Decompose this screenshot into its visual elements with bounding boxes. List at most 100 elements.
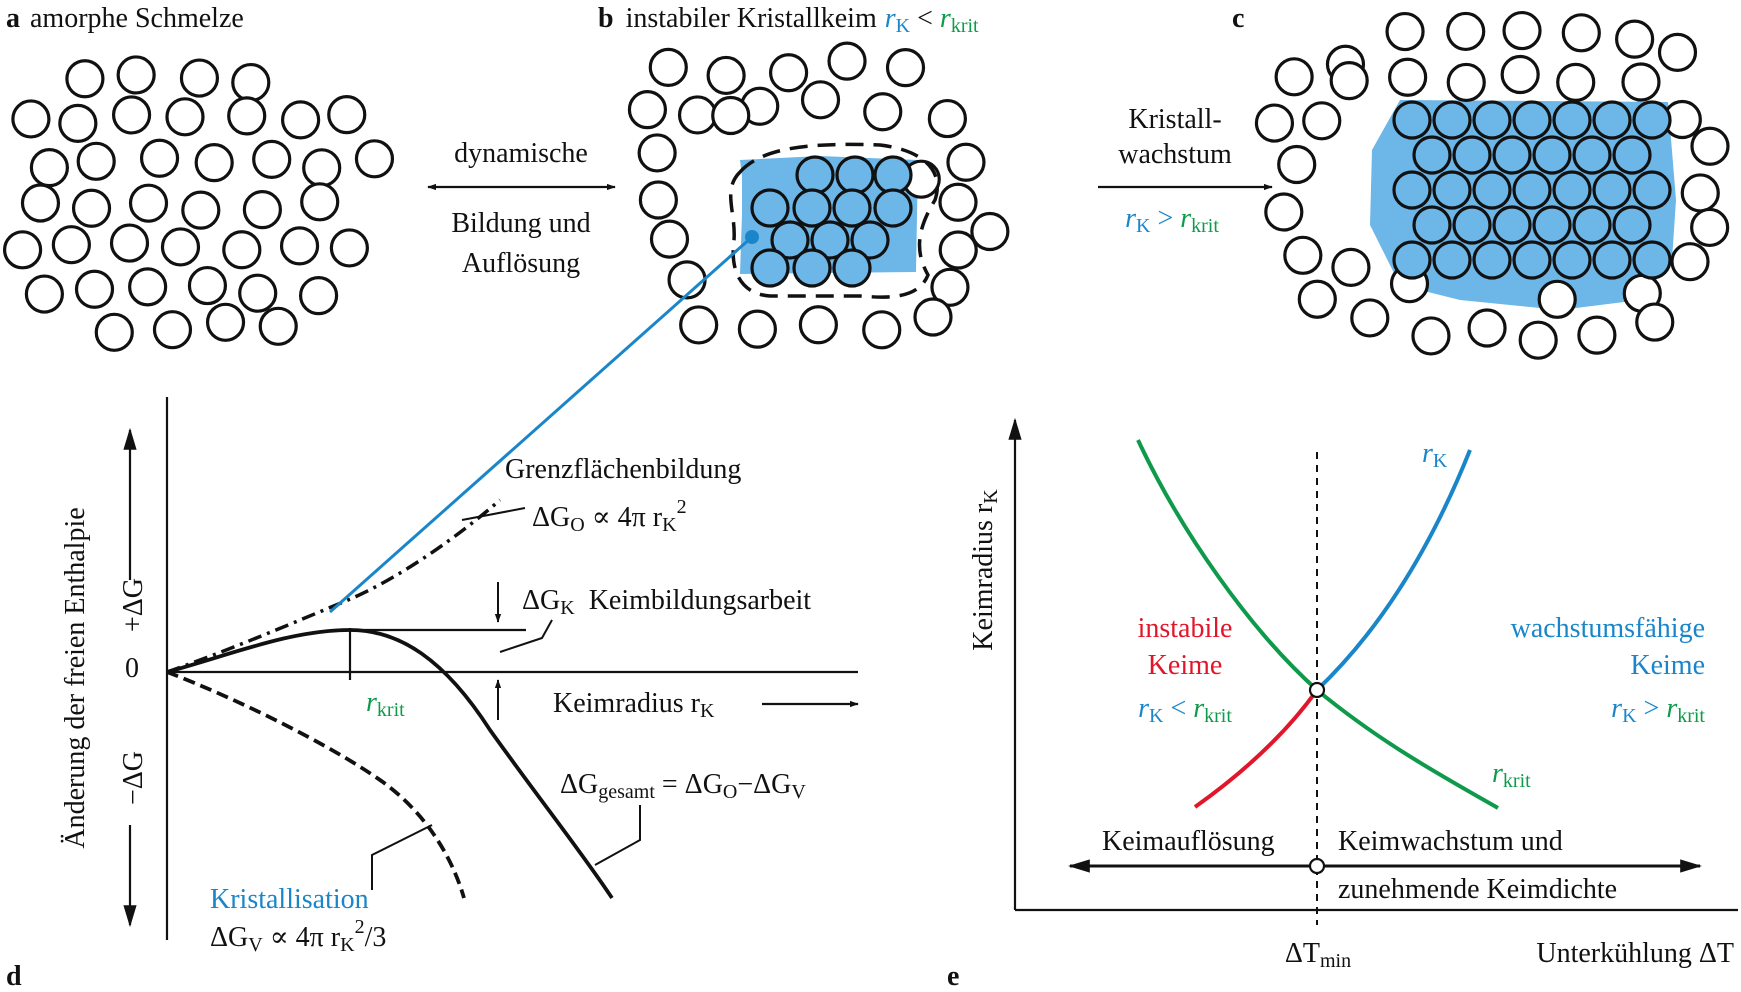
e-rkrit-label: rkrit <box>1492 758 1531 792</box>
atom-cluster-c <box>1254 10 1730 360</box>
atom-cluster-b <box>627 41 1010 350</box>
melt-atom <box>51 225 91 265</box>
blue-link-line <box>329 235 753 614</box>
melt-atom <box>648 47 688 87</box>
e-x-axis-label: Unterkühlung ΔT <box>1536 938 1734 969</box>
melt-atom <box>111 95 152 135</box>
arrow-ab-line1: dynamische <box>454 138 588 169</box>
melt-atom <box>1500 54 1540 95</box>
melt-atom <box>1297 279 1337 319</box>
nucleus-atom <box>770 220 810 260</box>
dgk-leader <box>499 619 553 653</box>
melt-atom <box>354 139 395 179</box>
melt-atom <box>1635 302 1675 342</box>
melt-atom <box>227 96 267 136</box>
melt-atom <box>242 190 282 230</box>
melt-atom <box>58 103 98 143</box>
crystal-atom <box>1492 205 1532 245</box>
crystal-atom <box>1392 240 1432 280</box>
melt-atom <box>2 230 43 270</box>
panel-b-letter: b <box>598 3 614 34</box>
melt-atom <box>938 182 978 222</box>
melt-atom <box>329 228 369 268</box>
e-intersection-marker <box>1308 681 1326 699</box>
melt-atom <box>679 305 719 345</box>
melt-atom <box>1329 61 1369 101</box>
melt-atom <box>1274 57 1314 97</box>
crystal-atom <box>1612 135 1652 175</box>
nucleus-atom <box>750 188 790 228</box>
melt-atom <box>300 182 340 222</box>
melt-atom <box>1385 11 1425 52</box>
melt-atom <box>258 306 298 346</box>
crystal-atom <box>1632 240 1672 280</box>
melt-atom <box>863 92 903 132</box>
melt-atom <box>769 53 809 93</box>
melt-atom <box>1621 62 1661 102</box>
melt-atom <box>139 138 180 178</box>
melt-atom <box>627 90 668 130</box>
crystal-atom <box>1452 205 1492 245</box>
d-grenz-formula: ΔGO ∝ 4π rK2 <box>532 496 687 536</box>
gesamt-leader <box>594 805 641 866</box>
crystal-atom <box>1412 135 1452 175</box>
crystal-atom <box>1592 170 1632 210</box>
panel-b-cond-krit: krit <box>951 15 979 37</box>
nucleus-atom <box>850 220 890 260</box>
melt-atom <box>1254 103 1295 143</box>
arrow-ab-line3: Auflösung <box>462 248 580 279</box>
e-dtmin-marker <box>1308 857 1326 875</box>
e-wachs-cond: rK > rkrit <box>1611 693 1705 727</box>
crystal-atom <box>1432 240 1472 280</box>
melt-atom <box>281 100 321 140</box>
nucleus-atom <box>810 220 850 260</box>
melt-atom <box>946 142 986 182</box>
melt-atom <box>677 95 718 135</box>
crystal-atom <box>1592 100 1632 140</box>
melt-atom <box>165 97 205 137</box>
melt-atom <box>109 223 150 263</box>
melt-atom <box>649 219 690 259</box>
nucleus-atom <box>795 155 835 195</box>
melt-atom <box>637 133 677 173</box>
e-rk-unstable-curve <box>1193 688 1319 809</box>
melt-atom <box>1277 144 1317 185</box>
panel-d-letter: d <box>6 961 22 992</box>
melt-atom <box>1518 320 1558 360</box>
e-wachs-line1: wachstumsfähige <box>1511 613 1705 644</box>
crystal-atom <box>1532 135 1572 175</box>
nucleus-boundary <box>728 142 940 299</box>
d-gesamt-label: ΔGgesamt = ΔGO−ΔGV <box>560 769 806 803</box>
melt-atom <box>970 211 1010 252</box>
melt-atom <box>1502 10 1542 51</box>
melt-atom <box>913 297 953 337</box>
panel-e: Keimradius rK rK instabile Keime rK < rk… <box>947 417 1738 992</box>
melt-atom <box>1561 13 1601 53</box>
panel-b-cond-r: r <box>885 3 896 34</box>
melt-atom <box>930 267 970 307</box>
d-krist-formula: ΔGV ∝ 4π rK2/3 <box>210 916 386 956</box>
melt-atom <box>252 139 292 179</box>
curve-dg-surface <box>166 498 502 674</box>
melt-atom <box>1657 32 1698 73</box>
panel-b-caption: instabiler Kristallkeim <box>626 3 877 34</box>
melt-atom <box>76 141 116 181</box>
melt-atom <box>1264 192 1304 232</box>
e-y-axis-label: Keimradius rK <box>968 489 1002 651</box>
nucleus-atom <box>873 188 913 228</box>
melt-atom <box>1350 298 1390 338</box>
atom-cluster-a <box>2 55 395 352</box>
melt-atom <box>1302 101 1342 141</box>
crystal-atom <box>1392 170 1432 210</box>
melt-atom <box>327 95 367 135</box>
melt-atom <box>187 265 228 306</box>
d-grenz-title: Grenzflächenbildung <box>505 454 741 485</box>
crystal-atom <box>1512 100 1552 140</box>
crystal-atom <box>1592 240 1632 280</box>
melt-atom <box>1388 57 1428 97</box>
melt-atom <box>1680 173 1720 213</box>
d-x-axis-label: Keimradius rK <box>553 688 715 722</box>
melt-atom <box>302 148 342 188</box>
